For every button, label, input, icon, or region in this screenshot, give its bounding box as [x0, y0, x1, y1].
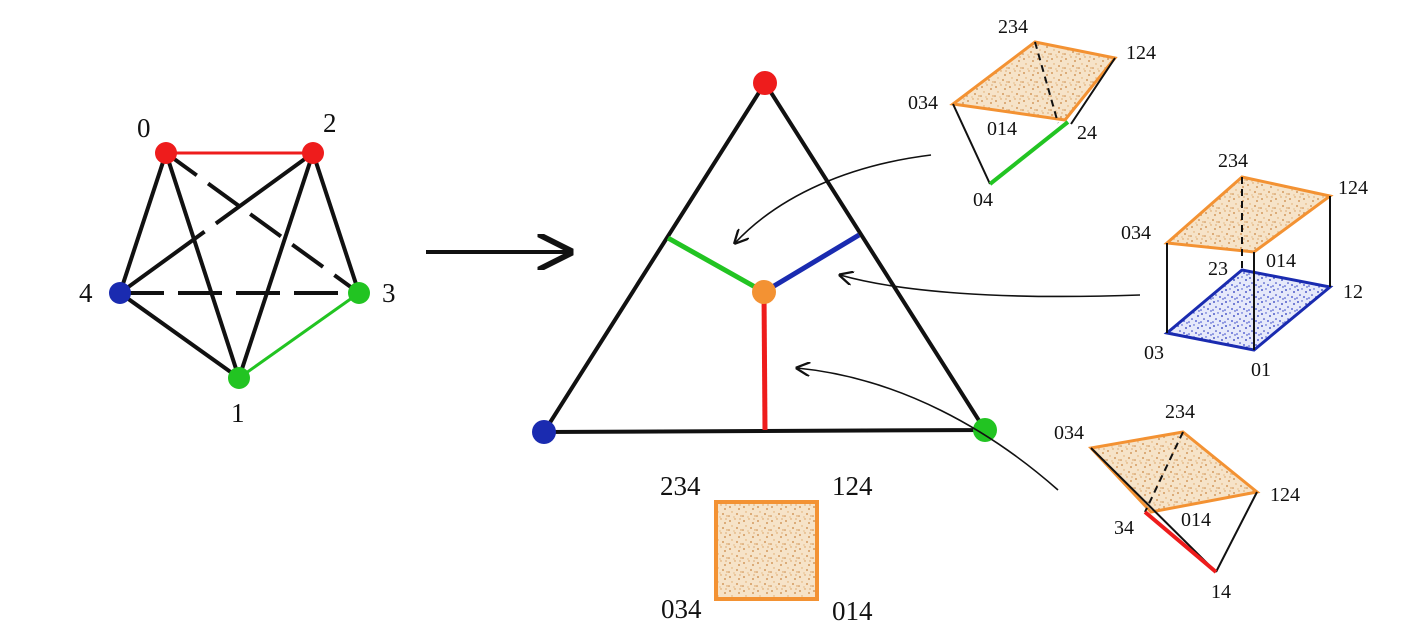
edge-3-1 — [238, 291, 360, 380]
square-label-234: 234 — [660, 471, 701, 501]
vertex-label-4: 4 — [79, 278, 93, 308]
arrow-from-top-polytope — [735, 154, 932, 243]
vertex-4 — [109, 282, 131, 304]
center-vertex — [752, 280, 776, 304]
edge-0-4 — [118, 152, 168, 294]
polytope-top: 234 124 034 014 24 04 — [908, 16, 1156, 211]
edge-0-1 — [164, 152, 241, 379]
polytope-top-label-24: 24 — [1077, 122, 1097, 144]
polytope-top-green-edge — [988, 120, 1070, 186]
polytope-bottom-label-124: 124 — [1270, 484, 1300, 506]
triangle — [540, 79, 989, 435]
edge-2-4 — [118, 151, 315, 295]
polytope-bottom-label-014: 014 — [1181, 509, 1211, 531]
vertex-label-0: 0 — [137, 113, 151, 143]
vertex-3 — [348, 282, 370, 304]
square-face — [714, 500, 819, 601]
polytope-top-label-04: 04 — [973, 189, 993, 211]
square-label-124: 124 — [832, 471, 873, 501]
edge-0-3 — [164, 151, 361, 295]
polytope-top-edge-b — [1070, 57, 1116, 125]
left-vertex — [532, 420, 556, 444]
polytope-bottom-red-edge — [1143, 510, 1218, 574]
polytope-bottom-label-034: 034 — [1054, 422, 1084, 444]
polytope-middle-bottom-face — [1163, 268, 1334, 352]
polytope-top-label-014: 014 — [987, 118, 1017, 140]
polytope-top-label-234: 234 — [998, 16, 1028, 38]
vertex-1 — [228, 367, 250, 389]
polytope-bottom: 034 234 124 34 014 14 — [1054, 401, 1300, 603]
square-figure: 234 124 034 014 — [660, 471, 873, 626]
polytope-bottom-edge-b — [1215, 491, 1258, 573]
square-label-014: 014 — [832, 596, 873, 626]
triangle-figure — [532, 71, 997, 444]
polytope-bottom-dashed — [1144, 431, 1184, 513]
red-branch — [761, 291, 768, 431]
edge-4-1 — [118, 291, 241, 380]
polytope-middle-label-03: 03 — [1144, 342, 1164, 364]
polytope-middle-top-face — [1163, 175, 1334, 254]
polytope-bottom-label-234: 234 — [1165, 401, 1195, 423]
polytope-middle-label-01: 01 — [1251, 359, 1271, 381]
vertex-label-2: 2 — [323, 108, 337, 138]
polytope-middle-label-12: 12 — [1343, 281, 1363, 303]
polytope-middle-label-124: 124 — [1338, 177, 1368, 199]
edge-2-1 — [237, 152, 315, 379]
polytope-top-dashed — [1034, 41, 1059, 124]
polytope-middle-label-234: 234 — [1218, 150, 1248, 172]
vertex-2 — [302, 142, 324, 164]
square-label-034: 034 — [661, 594, 702, 624]
polytope-middle: 234 124 034 23 014 12 03 01 — [1121, 150, 1368, 381]
vertex-0 — [155, 142, 177, 164]
polytope-top-edge-a — [952, 103, 991, 185]
blue-branch — [762, 232, 861, 295]
top-vertex — [753, 71, 777, 95]
arrow-from-middle-polytope — [840, 275, 1141, 298]
polytope-bottom-label-14: 14 — [1211, 581, 1231, 603]
polytope-top-face — [949, 40, 1118, 122]
vertex-label-1: 1 — [231, 398, 245, 428]
polytope-middle-label-014: 014 — [1266, 250, 1296, 272]
polytope-bottom-edge-a — [1090, 447, 1217, 573]
edge-2-3 — [311, 152, 361, 294]
polytope-middle-label-034: 034 — [1121, 222, 1151, 244]
arrow-from-bottom-polytope — [797, 368, 1059, 491]
polytope-top-label-124: 124 — [1126, 42, 1156, 64]
vertex-label-3: 3 — [382, 278, 396, 308]
k5-graph: 0 2 4 3 1 — [79, 108, 396, 428]
polytope-top-label-034: 034 — [908, 92, 938, 114]
green-branch — [666, 235, 766, 295]
polytope-middle-label-23: 23 — [1208, 258, 1228, 280]
right-vertex — [973, 418, 997, 442]
polytope-bottom-face — [1088, 430, 1261, 514]
polytope-bottom-label-34: 34 — [1114, 517, 1134, 539]
